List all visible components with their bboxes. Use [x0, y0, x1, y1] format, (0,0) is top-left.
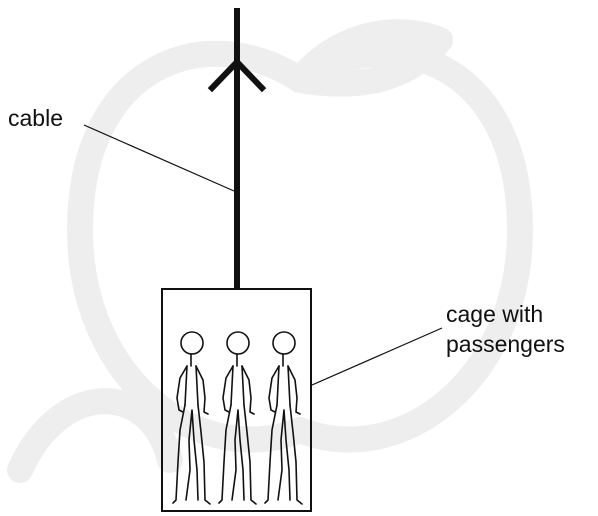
- cable-label: cable: [8, 105, 63, 131]
- cable-leader-line: [83, 124, 235, 192]
- watermark-apple-leaf: [287, 19, 453, 97]
- cage-label-line1: cage with: [446, 301, 543, 327]
- apple-watermark: [7, 19, 533, 483]
- watermark-apple-body: [67, 40, 533, 453]
- passenger-figure: [218, 331, 257, 505]
- cage-label-line2: passengers: [446, 331, 565, 357]
- passengers: [172, 331, 303, 505]
- watermark-lower-arc: [7, 388, 183, 483]
- passenger-figure: [264, 331, 303, 505]
- cage-leader-line: [311, 327, 443, 386]
- arrow-up-icon: [207, 57, 267, 93]
- passenger-figure: [172, 331, 211, 505]
- cage: [161, 288, 312, 512]
